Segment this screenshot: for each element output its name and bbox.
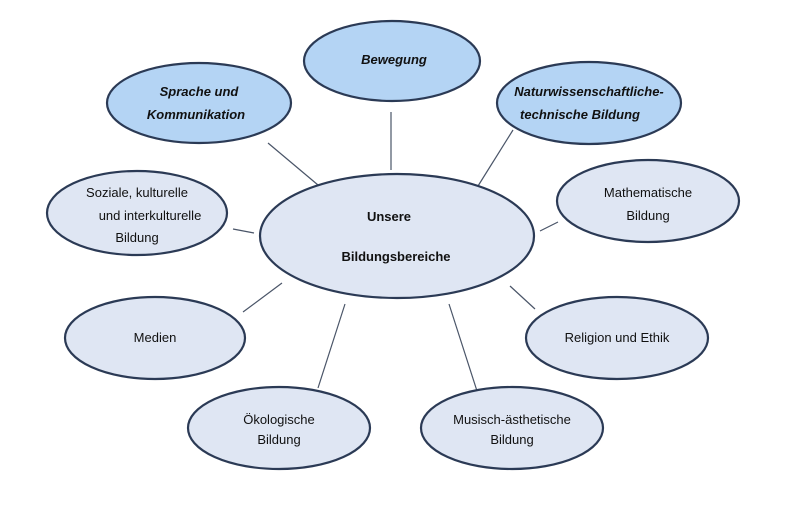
node-center-bildungsbereiche: Unsere Bildungsbereiche	[258, 172, 536, 300]
connector-mathe	[539, 221, 559, 232]
node-musisch-aesthetische-bildung: Musisch-ästhetische Bildung	[419, 385, 605, 471]
node-musisch-line-2: Bildung	[490, 432, 533, 447]
node-mathe-line-1: Mathematische	[604, 185, 692, 200]
node-religion-line-1: Religion und Ethik	[565, 330, 670, 345]
node-sprache-line-2: Kommunikation	[147, 107, 245, 122]
node-soziale-bildung: Soziale, kulturelle und interkulturelle …	[45, 169, 229, 257]
node-medien-line-1: Medien	[134, 330, 177, 345]
connector-medien	[242, 282, 283, 313]
node-bewegung-line-1: Bewegung	[361, 52, 427, 67]
node-religion-und-ethik: Religion und Ethik	[524, 295, 710, 381]
connector-natur	[477, 129, 514, 187]
node-musisch-line-1: Musisch-ästhetische	[453, 412, 571, 427]
node-oeko-line-1: Ökologische	[243, 412, 315, 427]
node-natur-line-2: technische Bildung	[520, 107, 640, 122]
node-natur-line-1: Naturwissenschaftliche-	[514, 84, 664, 99]
node-mathe-line-2: Bildung	[626, 208, 669, 223]
connector-religion	[509, 285, 536, 310]
node-medien: Medien	[63, 295, 247, 381]
node-sprache-line-1: Sprache und	[160, 84, 240, 99]
node-soziale-line-2: und interkulturelle	[99, 208, 202, 223]
center-line-1: Unsere	[367, 209, 411, 224]
node-soziale-line-3: Bildung	[115, 230, 158, 245]
node-sprache-und-kommunikation: Sprache und Kommunikation	[105, 61, 293, 145]
center-line-2: Bildungsbereiche	[341, 249, 450, 264]
connector-oeko	[317, 303, 346, 389]
connector-musisch	[448, 303, 478, 392]
connector-sprache	[267, 142, 319, 186]
connector-soziale	[232, 228, 255, 234]
node-mathematische-bildung: Mathematische Bildung	[555, 158, 741, 244]
node-oekologische-bildung: Ökologische Bildung	[186, 385, 372, 471]
node-soziale-line-1: Soziale, kulturelle	[86, 185, 188, 200]
node-bewegung: Bewegung	[302, 19, 482, 103]
node-naturwissenschaftliche-bildung: Naturwissenschaftliche- technische Bildu…	[495, 60, 683, 146]
node-oeko-line-2: Bildung	[257, 432, 300, 447]
